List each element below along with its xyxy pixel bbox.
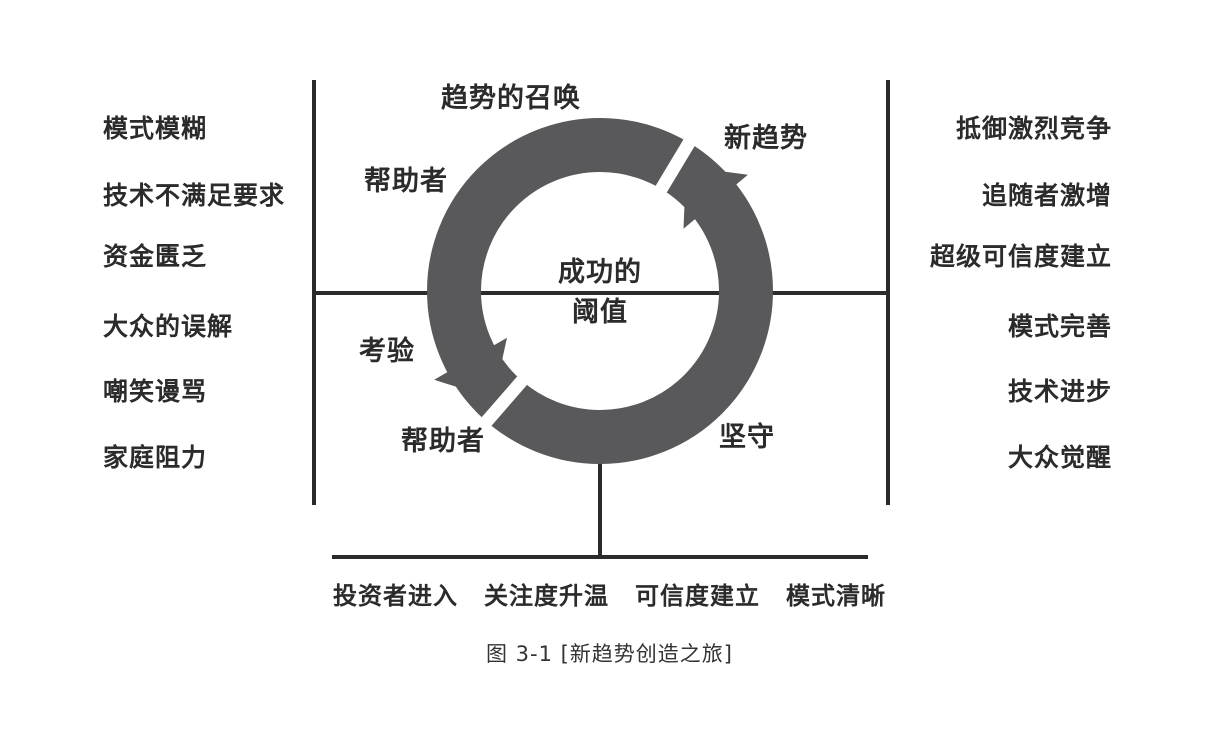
cycle-label-trial: 考验: [359, 336, 415, 367]
cycle-gap-left: [467, 362, 540, 443]
bottom-axis-item: 关注度升温: [484, 582, 609, 610]
baseline: [332, 555, 868, 559]
left-column-item: 大众的误解: [103, 312, 234, 341]
cycle-gap-right: [645, 120, 706, 209]
right-column-item: 超级可信度建立: [929, 242, 1112, 271]
cycle-label-helper-top: 帮助者: [364, 166, 448, 197]
figure-caption: 图 3-1 [新趋势创造之旅]: [485, 642, 734, 666]
left-column-item: 嘲笑谩骂: [103, 377, 208, 406]
bottom-axis-row: 投资者进入 关注度升温 可信度建立 模式清晰: [0, 576, 1219, 611]
right-column-item: 模式完善: [1007, 312, 1112, 341]
cycle-center-line1: 成功的: [558, 257, 642, 288]
bottom-axis-item: 模式清晰: [786, 582, 886, 610]
right-column-item: 抵御激烈竞争: [955, 114, 1112, 143]
left-column-item: 技术不满足要求: [103, 181, 286, 210]
bottom-axis-item: 投资者进入: [333, 582, 458, 610]
right-column-item: 大众觉醒: [1007, 443, 1112, 472]
cycle-arrowhead-down-icon: [434, 337, 507, 399]
left-column-item: 模式模糊: [103, 114, 208, 143]
threshold-line: [312, 291, 890, 295]
left-column-item: 资金匮乏: [103, 242, 208, 271]
bottom-axis-item: 可信度建立: [635, 582, 760, 610]
cycle-ring: [427, 118, 773, 464]
cycle-label-helper-bottom: 帮助者: [401, 426, 485, 457]
connector-line: [598, 458, 602, 559]
cycle-label-persist: 坚守: [719, 422, 775, 453]
cycle-label-new-trend: 新趋势: [724, 123, 808, 154]
right-column-item: 技术进步: [1007, 377, 1112, 406]
cycle-label-call: 趋势的召唤: [441, 83, 581, 114]
cycle-center-line2: 阈值: [572, 297, 628, 328]
left-column-item: 家庭阻力: [103, 443, 208, 472]
right-column-item: 追随者激增: [981, 181, 1112, 210]
cycle-arrowhead-up-icon: [683, 166, 748, 229]
